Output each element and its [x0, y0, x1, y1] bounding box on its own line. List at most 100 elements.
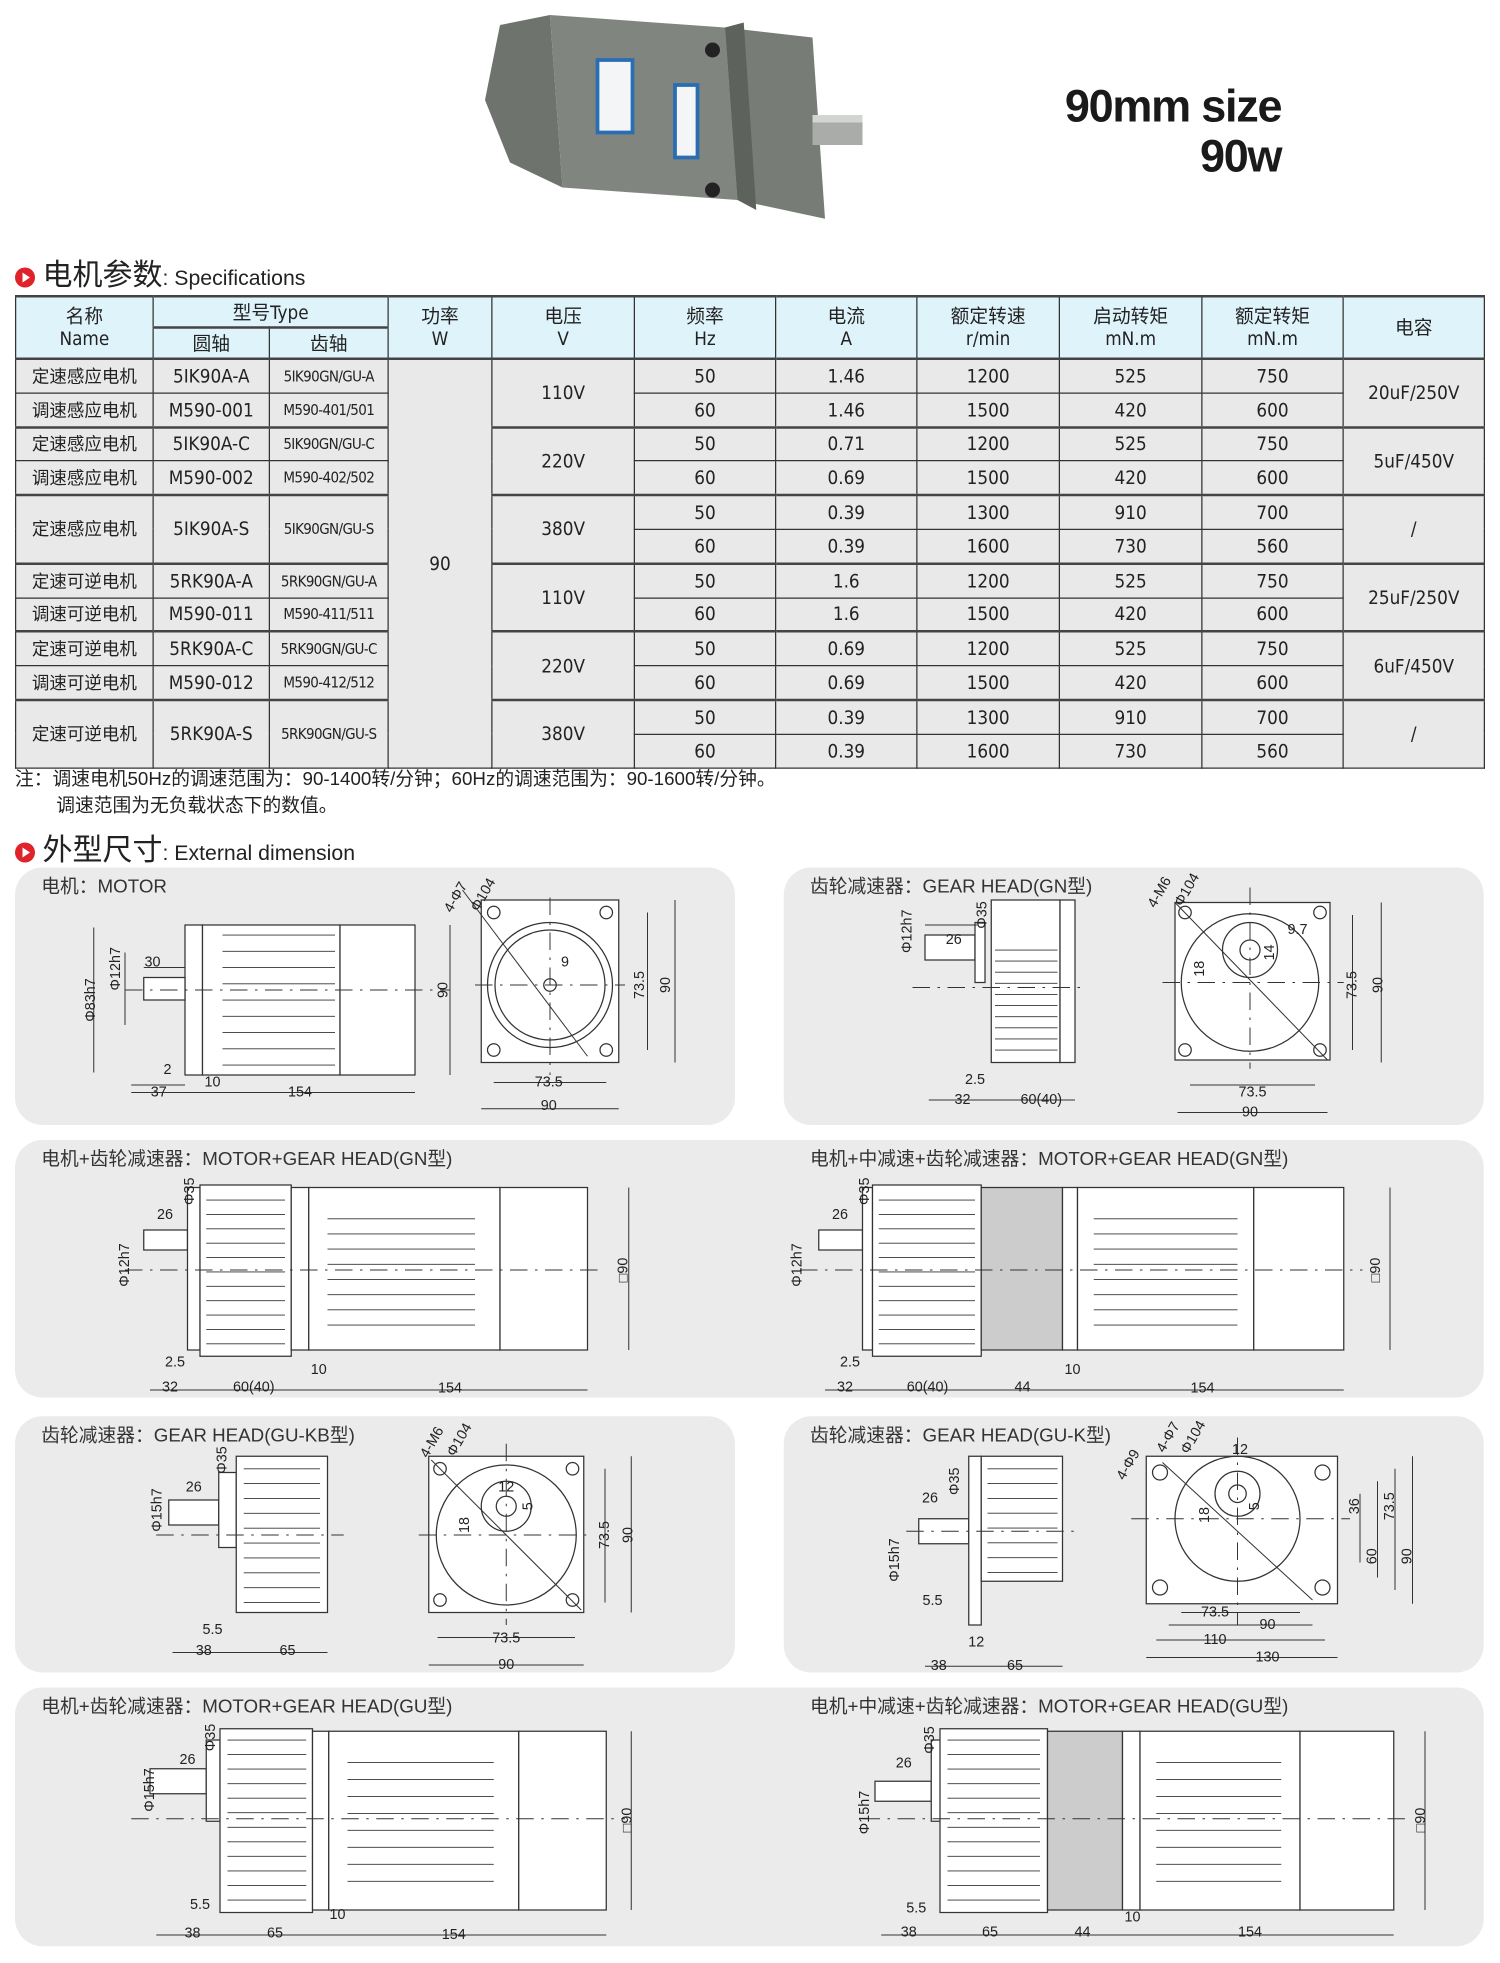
- dimension-label: 73.5: [597, 1521, 613, 1549]
- dimension-label: 154: [1191, 1381, 1215, 1397]
- panel-title: 电机：MOTOR: [41, 876, 167, 898]
- cell-rated-torque: 700: [1201, 698, 1344, 735]
- outline-shape: [1121, 1730, 1141, 1911]
- dimension-line: [1174, 902, 1328, 1061]
- dimension-label: 38: [931, 1658, 947, 1674]
- circle-outline: [433, 1461, 447, 1476]
- outline-shape: [1139, 1730, 1301, 1911]
- dimension-label: Φ104: [1178, 1418, 1210, 1457]
- cell-current: 0.69: [775, 630, 918, 667]
- dimension-label: 90: [1242, 1104, 1258, 1120]
- dimension-label: 154: [288, 1084, 312, 1100]
- dimension-label: 44: [1075, 1924, 1091, 1940]
- dimension-label: Φ15h7: [887, 1538, 903, 1581]
- dimension-label: 26: [896, 1756, 912, 1772]
- dimension-label: Φ83h7: [83, 978, 99, 1021]
- outline-shape: [328, 1730, 520, 1911]
- outline-shape: [1061, 1186, 1079, 1351]
- circle-outline: [1151, 1464, 1169, 1481]
- cell-round-shaft-model: 5IK90A-S: [152, 493, 270, 565]
- panel-title: 电机+齿轮减速器：MOTOR+GEAR HEAD(GN型): [41, 1148, 453, 1170]
- outline-shape: [968, 1455, 982, 1626]
- outline-shape: [861, 1186, 874, 1351]
- cell-current: 1.46: [775, 392, 918, 428]
- circle-outline: [1313, 1043, 1327, 1057]
- dimension-label: 60: [1364, 1548, 1380, 1564]
- cell-round-shaft-model: 5RK90A-A: [152, 562, 270, 599]
- cell-gear-shaft-model: 5IK90GN/GU-S: [268, 493, 389, 565]
- header-capacitor: 电容: [1342, 295, 1486, 360]
- dimension-label: Φ35: [214, 1446, 230, 1473]
- cell-current: 0.39: [775, 733, 918, 769]
- dimension-label: 26: [180, 1752, 196, 1768]
- dimension-label: 73.5: [1239, 1084, 1267, 1100]
- outline-shape: [874, 1780, 932, 1802]
- panel-title: 电机+齿轮减速器：MOTOR+GEAR HEAD(GU型): [41, 1696, 453, 1718]
- dimension-label: 60(40): [1020, 1092, 1062, 1108]
- motor-photo: [485, 15, 863, 219]
- dimension-label: Φ35: [974, 901, 990, 928]
- circle-outline: [1314, 1464, 1331, 1481]
- cell-name: 调速感应电机: [15, 460, 154, 496]
- panel-gear-head-gu-k: [783, 1416, 1484, 1673]
- dimension-label: Φ35: [203, 1724, 219, 1751]
- cell-gear-shaft-model: 5RK90GN/GU-S: [268, 698, 389, 769]
- dimension-label: 4-Φ9: [1114, 1447, 1144, 1483]
- play-bullet-icon: [15, 842, 35, 863]
- cell-frequency: 60: [633, 665, 777, 701]
- cell-start-torque: 910: [1058, 698, 1203, 735]
- cell-rated-torque: 600: [1201, 596, 1344, 633]
- dimension-label: 10: [311, 1362, 327, 1378]
- cell-rated-torque: 750: [1201, 562, 1344, 599]
- dimension-label: 18: [1197, 1507, 1213, 1523]
- section-title-zh: 电机参数: [42, 258, 163, 293]
- cell-start-torque: 420: [1058, 392, 1203, 428]
- cell-rated-torque: 560: [1201, 528, 1344, 565]
- dimension-label: 154: [1238, 1924, 1262, 1940]
- cell-capacitor: /: [1342, 493, 1486, 565]
- dimension-label: 14: [1262, 945, 1278, 961]
- cell-gear-shaft-model: 5IK90GN/GU-A: [268, 357, 389, 394]
- dimension-label: 26: [922, 1491, 938, 1507]
- dimension-section-heading: 外型尺寸 : External dimension: [15, 825, 355, 869]
- cell-frequency: 50: [633, 562, 777, 599]
- cell-voltage: 380V: [491, 493, 636, 565]
- dimension-label: 90: [498, 1657, 514, 1673]
- dimension-label: 4-M6: [1145, 874, 1175, 910]
- dimension-label: 12: [968, 1634, 984, 1650]
- dimension-label: 2: [164, 1062, 172, 1078]
- dimension-label: 37: [151, 1084, 167, 1100]
- dimension-label: □90: [1413, 1808, 1429, 1833]
- dimension-label: 90: [1371, 977, 1387, 993]
- cell-frequency: 50: [633, 425, 777, 462]
- cell-rated-speed: 1500: [916, 596, 1061, 633]
- panel-title: 电机+中减速+齿轮减速器：MOTOR+GEAR HEAD(GN型): [810, 1148, 1289, 1170]
- cell-start-torque: 730: [1058, 528, 1203, 565]
- panel-gear-head-gu-kb: [15, 1416, 735, 1673]
- play-bullet-icon: [15, 267, 35, 288]
- cell-voltage: 110V: [491, 357, 636, 428]
- header-round-shaft: 圆轴: [152, 326, 270, 360]
- cell-voltage: 110V: [491, 562, 636, 633]
- dimension-label: Φ12h7: [899, 910, 915, 953]
- dimension-label: 73.5: [632, 971, 648, 999]
- outline-shape: [1253, 1186, 1345, 1351]
- panel-gear-head-gn: [783, 867, 1484, 1125]
- cell-start-torque: 525: [1058, 357, 1203, 394]
- cell-round-shaft-model: M590-012: [152, 665, 270, 701]
- section-title-en: : Specifications: [162, 266, 306, 290]
- dimension-label: 26: [186, 1479, 202, 1495]
- outline-shape: [308, 1186, 501, 1351]
